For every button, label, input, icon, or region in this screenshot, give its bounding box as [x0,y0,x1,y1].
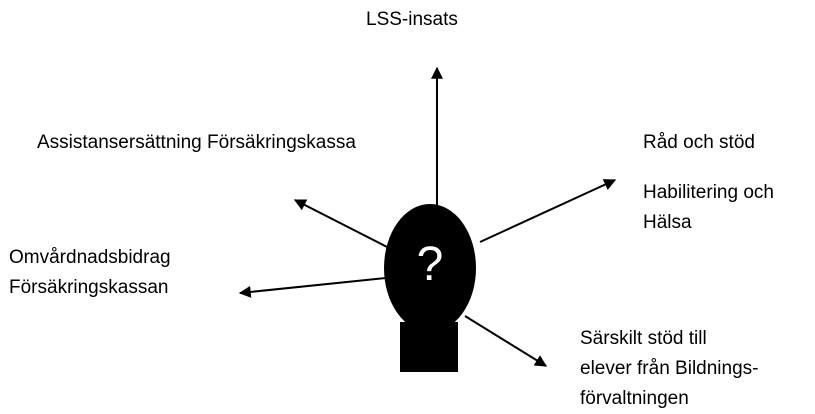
label-lss-insats: LSS-insats [366,9,458,30]
arrow-upper-left [293,199,394,251]
label-rad-och-stod: Råd och stöd [643,132,755,153]
question-mark: ? [417,238,444,291]
arrow-right [479,179,617,243]
label-habilitering: Habilitering och Hälsa [643,182,774,233]
label-assistansersattning: Assistansersättning Försäkringskassa [37,132,356,153]
head-silhouette [384,204,476,372]
label-omvardnadsbidrag: Omvårdnadsbidrag Försäkringskassan [9,247,171,298]
arrow-lower-right [464,315,548,367]
arrow-left [238,277,387,298]
label-sarskilt-stod: Särskilt stöd till elever från Bildnings… [580,328,759,409]
